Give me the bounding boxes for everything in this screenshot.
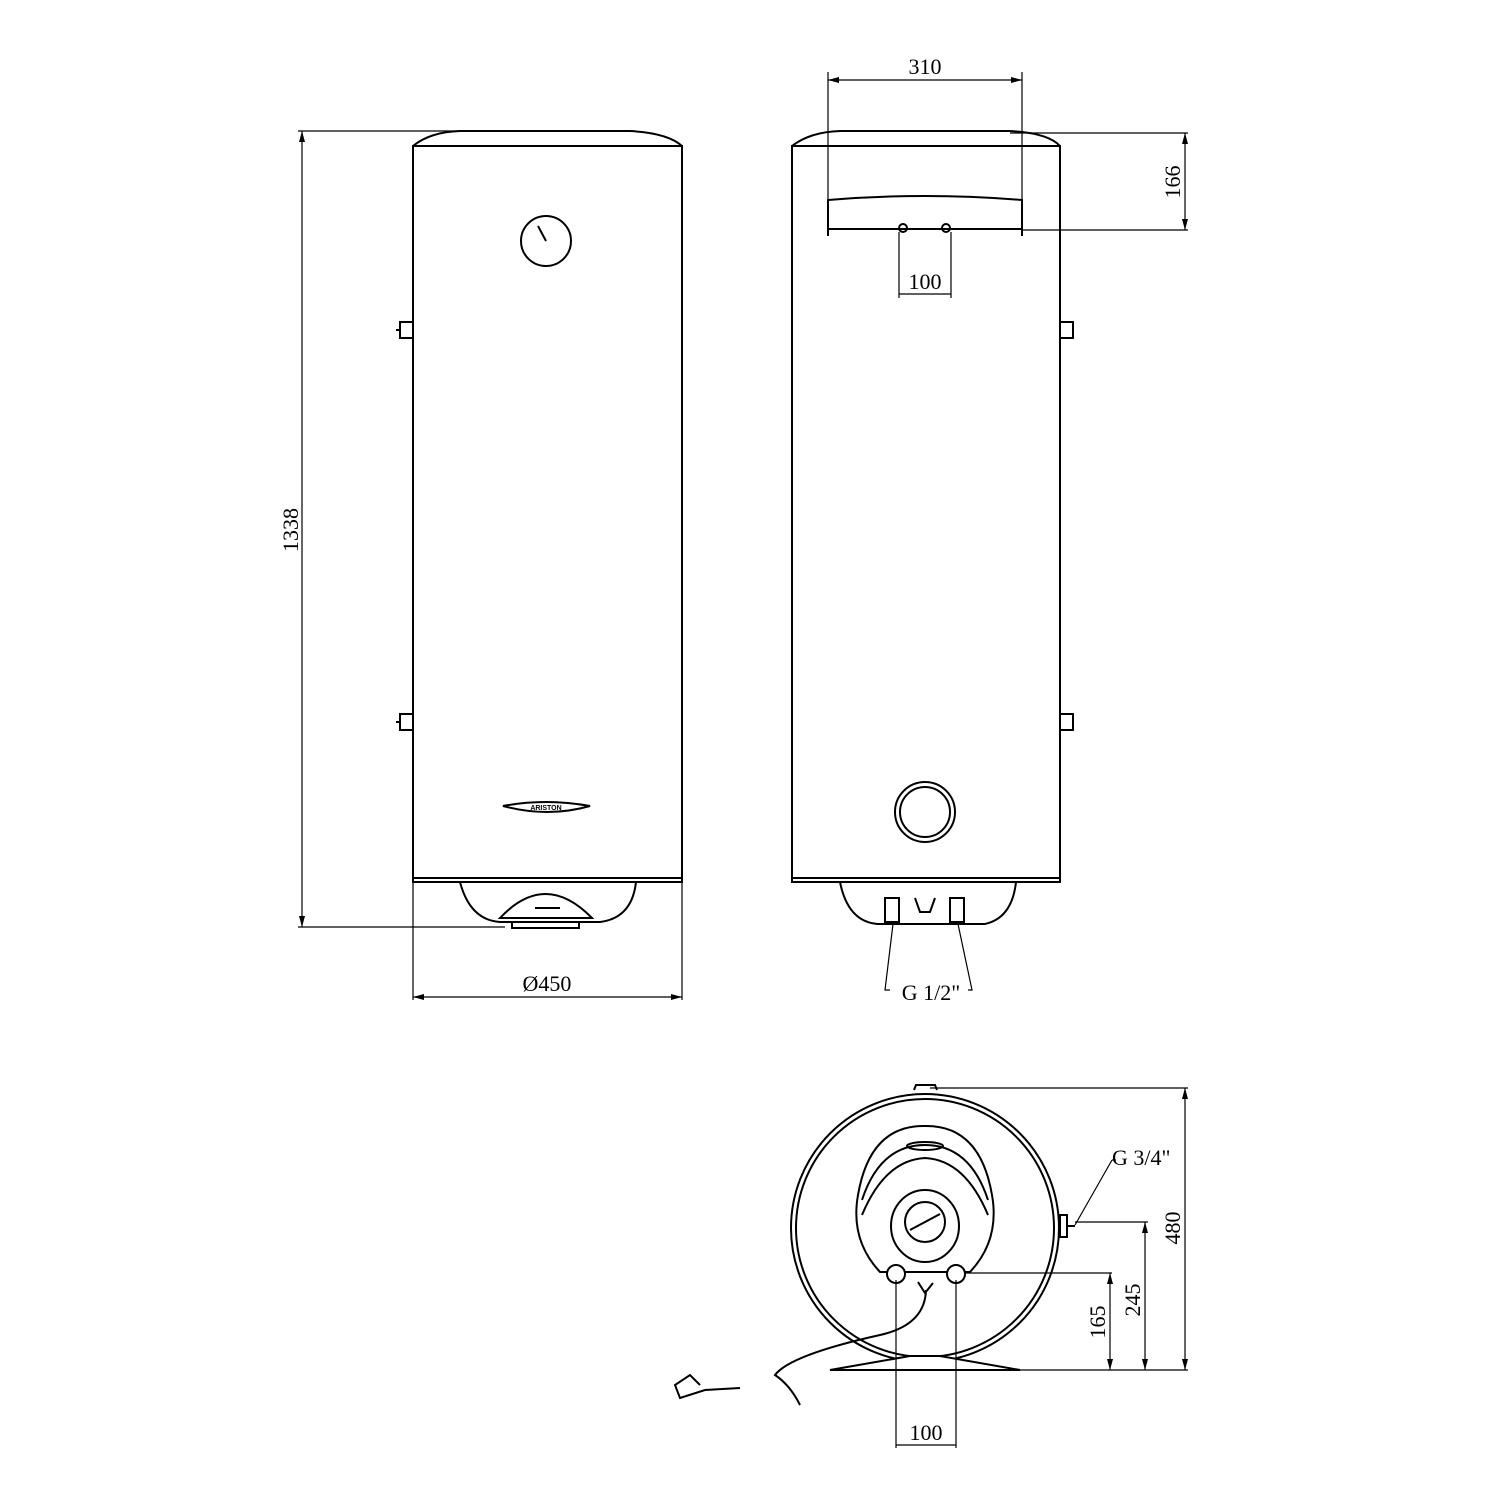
bracket-height-label: 166 — [1160, 166, 1185, 199]
rear-body — [791, 145, 1061, 883]
bottom-pipe — [511, 921, 580, 929]
height-label: 1338 — [278, 508, 303, 552]
hole-spacing-label: 100 — [909, 269, 942, 294]
total-depth-label: 480 — [1160, 1212, 1185, 1245]
wall-mounting-bracket — [827, 195, 1023, 236]
outlet-thread-label: G 3/4" — [1112, 1145, 1170, 1170]
outlet-height-label: 245 — [1120, 1284, 1145, 1317]
power-cable — [773, 1289, 927, 1406]
bracket-width-label: 310 — [909, 54, 942, 79]
wall-bracket-icon — [1059, 713, 1074, 731]
control-cover — [497, 893, 595, 919]
pipe-height-label: 165 — [1085, 1306, 1110, 1339]
front-body — [412, 145, 683, 883]
outlet-pipe-icon — [949, 897, 965, 923]
mounting-hole-icon — [898, 223, 908, 233]
access-port-icon — [894, 781, 956, 843]
thermometer-gauge-icon — [520, 215, 572, 267]
pipe-spacing-label: 100 — [910, 1420, 943, 1445]
rear-view: 310 166 100 G 1/2" — [791, 54, 1188, 1005]
diameter-label: Ø450 — [523, 971, 572, 996]
wall-bracket-icon — [1059, 321, 1074, 339]
wall-bracket-icon — [396, 713, 414, 731]
bottom-view: 480 245 165 G 3/4" 100 — [673, 1084, 1188, 1448]
wall-bracket-icon — [396, 321, 414, 339]
pipe-thread-label: G 1/2" — [902, 980, 960, 1005]
front-top-cap — [412, 130, 683, 147]
control-housing — [855, 1124, 995, 1273]
front-bottom-dome — [459, 881, 637, 923]
brand-logo: ARISTON — [502, 801, 591, 813]
power-plug-icon — [673, 1373, 741, 1400]
thermostat-knob-icon — [890, 1189, 960, 1263]
rear-bottom-dome — [839, 881, 1017, 925]
mounting-hole-icon — [941, 223, 951, 233]
tank-outline — [790, 1093, 1060, 1363]
inlet-pipe-icon — [884, 897, 900, 923]
outlet-fitting-icon — [1059, 1214, 1068, 1238]
rear-top-cap — [791, 130, 1061, 147]
svg-text:ARISTON: ARISTON — [530, 805, 561, 812]
front-view: ARISTON 1338 Ø450 — [278, 130, 683, 1000]
mounting-base — [829, 1355, 1021, 1371]
